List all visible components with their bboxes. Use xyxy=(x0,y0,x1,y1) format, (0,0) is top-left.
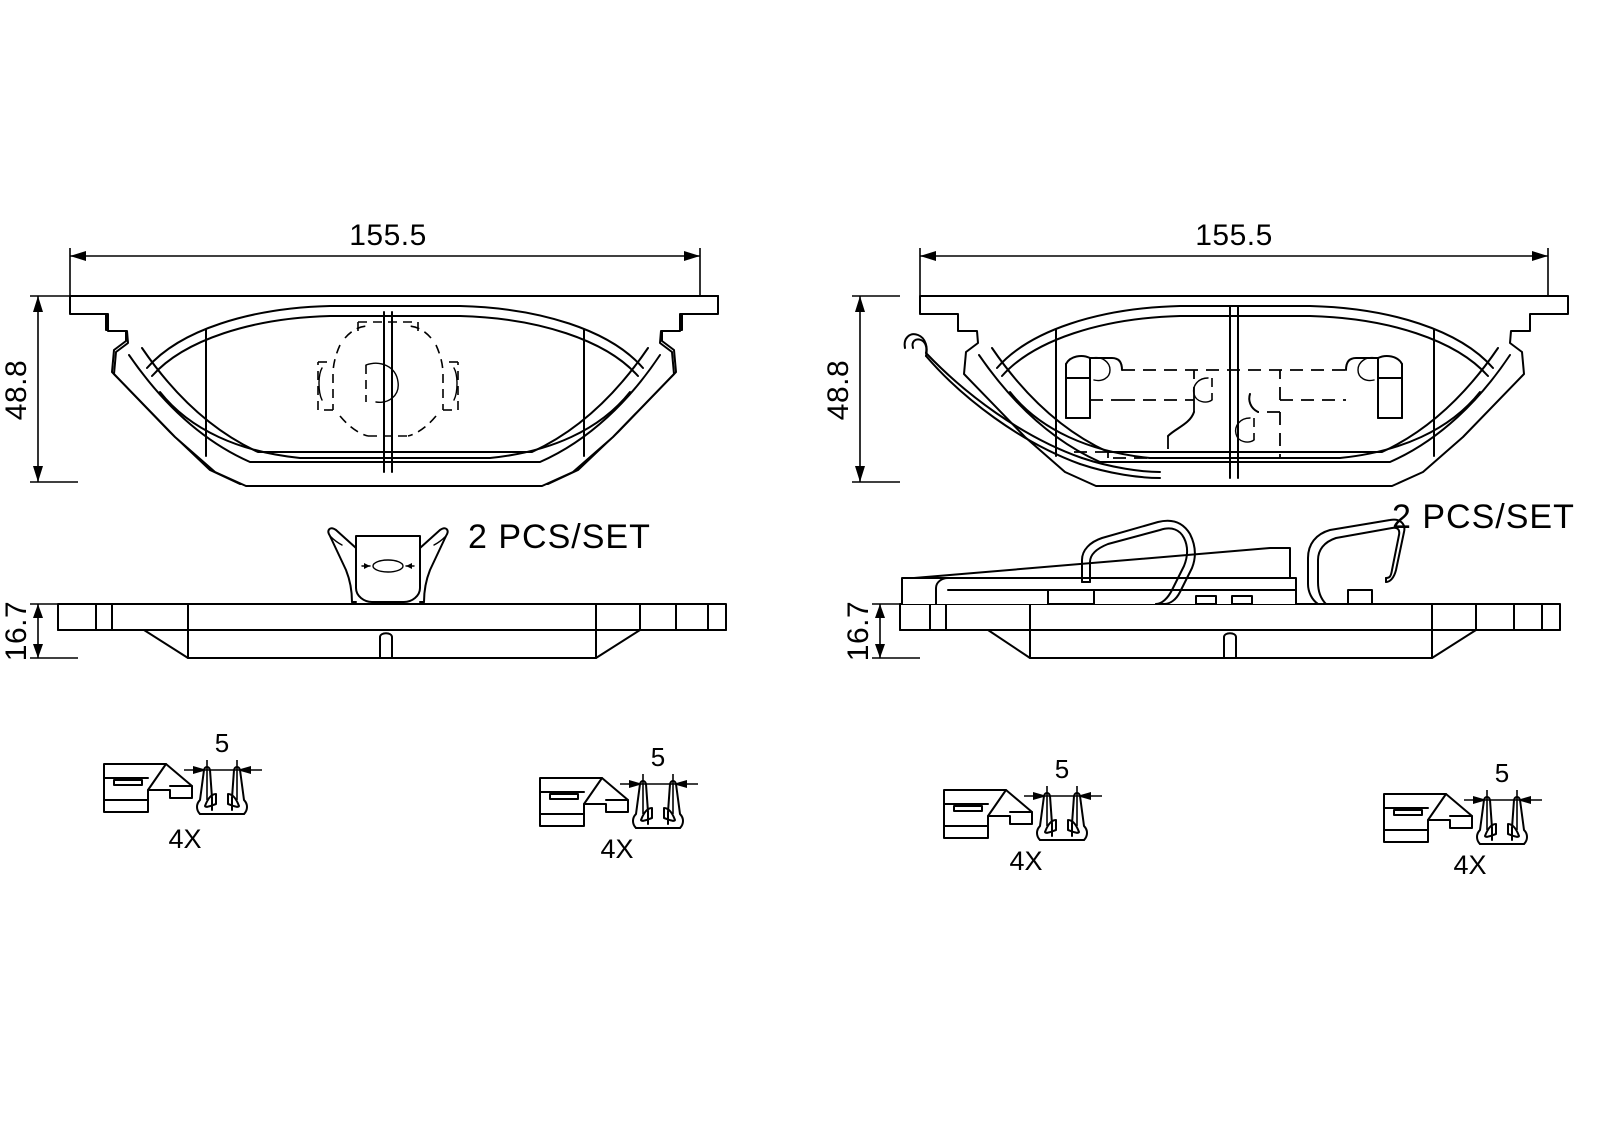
retainer-clip-1 xyxy=(196,766,248,815)
retainer-clip-4 xyxy=(1476,796,1528,845)
dimension-height-left xyxy=(30,295,78,483)
quantity-label-1: 4X xyxy=(168,824,201,854)
quantity-label-3: 4X xyxy=(1009,846,1042,876)
pcs-set-label-right: 2 PCS/SET xyxy=(1392,498,1575,536)
backing-plate-hidden-detail xyxy=(1065,355,1403,459)
height-dimension-label-right: 48.8 xyxy=(822,360,855,420)
width-dimension-label-left: 155.5 xyxy=(349,219,427,252)
clip-dimension-label-1: 5 xyxy=(215,728,229,758)
dimension-width-right xyxy=(919,248,1549,300)
accessory-group-1: 5 4X xyxy=(103,728,262,854)
thickness-dimension-label-left: 16.7 xyxy=(0,601,33,661)
clip-dimension-label-2: 5 xyxy=(651,742,665,772)
dimension-clip-2 xyxy=(620,774,698,814)
clip-dimension-label-3: 5 xyxy=(1055,754,1069,784)
clip-dimension-label-4: 5 xyxy=(1495,758,1509,788)
width-dimension-label-right: 155.5 xyxy=(1195,219,1273,252)
side-view-left xyxy=(30,527,727,659)
dimension-width-left xyxy=(69,248,701,300)
plan-view-right xyxy=(852,248,1569,487)
quantity-label-4: 4X xyxy=(1453,850,1486,880)
wire-spring-clip-right xyxy=(1081,518,1406,605)
dimension-thickness-left xyxy=(30,603,78,659)
retainer-clip-3 xyxy=(1036,792,1088,841)
dimension-clip-4 xyxy=(1464,790,1542,830)
accessory-group-4: 5 4X xyxy=(1383,758,1542,880)
plan-view-left xyxy=(30,248,719,487)
pcs-set-label-left: 2 PCS/SET xyxy=(468,518,651,556)
accessory-group-2: 5 4X xyxy=(539,742,698,864)
dimension-clip-1 xyxy=(184,760,262,800)
thickness-dimension-label-right: 16.7 xyxy=(842,601,875,661)
anti-rattle-clip-left xyxy=(327,527,449,603)
dimension-clip-3 xyxy=(1024,786,1102,826)
dimension-height-right xyxy=(852,295,900,483)
height-dimension-label-left: 48.8 xyxy=(0,360,33,420)
quantity-label-2: 4X xyxy=(600,834,633,864)
retainer-clip-2 xyxy=(632,780,684,829)
side-view-right xyxy=(872,518,1561,659)
wear-sensor-wire xyxy=(903,333,1161,479)
center-clip-hidden-left xyxy=(317,321,459,437)
accessory-group-3: 5 4X xyxy=(943,754,1102,876)
